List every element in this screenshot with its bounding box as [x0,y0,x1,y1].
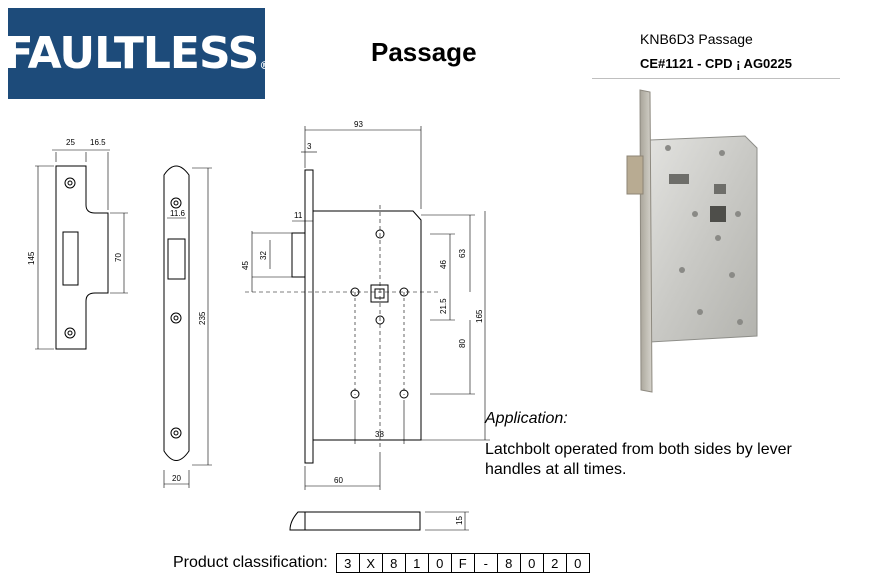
lock-product-image [626,89,758,393]
dim-60: 60 [334,476,343,485]
latch-profile-drawing [289,511,469,531]
brand-logo: FAULTLESS® [4,8,271,99]
classification-code-box: 3 [337,554,360,572]
dim-45: 45 [241,261,250,270]
brand-logo-text: FAULTLESS® [4,8,271,99]
product-model: KNB6D3 Passage [640,31,753,47]
dim-11-6: 11.6 [170,209,186,218]
dim-46: 46 [439,260,448,269]
forend-drawing [163,165,212,488]
classification-code-box: 8 [498,554,521,572]
dim-70: 70 [114,253,123,262]
dim-235: 235 [198,311,207,325]
dim-16-5: 16.5 [90,138,106,147]
application-description: Latchbolt operated from both sides by le… [485,441,792,478]
product-classification: Product classification: 3 X 8 1 0 F - 8 … [173,553,590,573]
classification-code-boxes: 3 X 8 1 0 F - 8 0 2 0 [335,553,590,573]
brand-name: FAULTLESS [3,28,260,79]
dim-15: 15 [455,516,464,525]
dim-93: 93 [354,120,363,129]
striker-plate-drawing [35,149,128,350]
classification-code-box: - [475,554,498,572]
dim-21-5: 21.5 [439,298,448,314]
dim-20: 20 [172,474,181,483]
dimension-labels: 25 16.5 145 70 11.6 235 20 93 3 11 45 32… [27,120,484,525]
dim-145: 145 [27,251,36,265]
classification-code-box: 2 [544,554,567,572]
dim-32: 32 [259,251,268,260]
application-heading: Application: [485,410,568,427]
classification-code-box: X [360,554,383,572]
classification-label: Product classification: [173,554,328,571]
page-title: Passage [371,37,477,67]
dim-80: 80 [458,339,467,348]
dim-38: 38 [375,430,384,439]
product-certification: CE#1121 - CPD ¡ AG0225 [640,56,792,71]
classification-code-box: 0 [429,554,452,572]
dim-165: 165 [475,309,484,323]
dim-25: 25 [66,138,75,147]
header-divider [592,78,840,79]
registered-mark: ® [259,59,270,72]
dim-63: 63 [458,249,467,258]
classification-code-box: 1 [406,554,429,572]
classification-code-box: 0 [574,555,582,571]
dim-11: 11 [294,211,303,220]
dim-3: 3 [307,142,312,151]
classification-code-box: 0 [521,554,544,572]
classification-code-box: F [452,554,475,572]
classification-code-box: 8 [383,554,406,572]
lock-body-drawing [245,126,490,490]
